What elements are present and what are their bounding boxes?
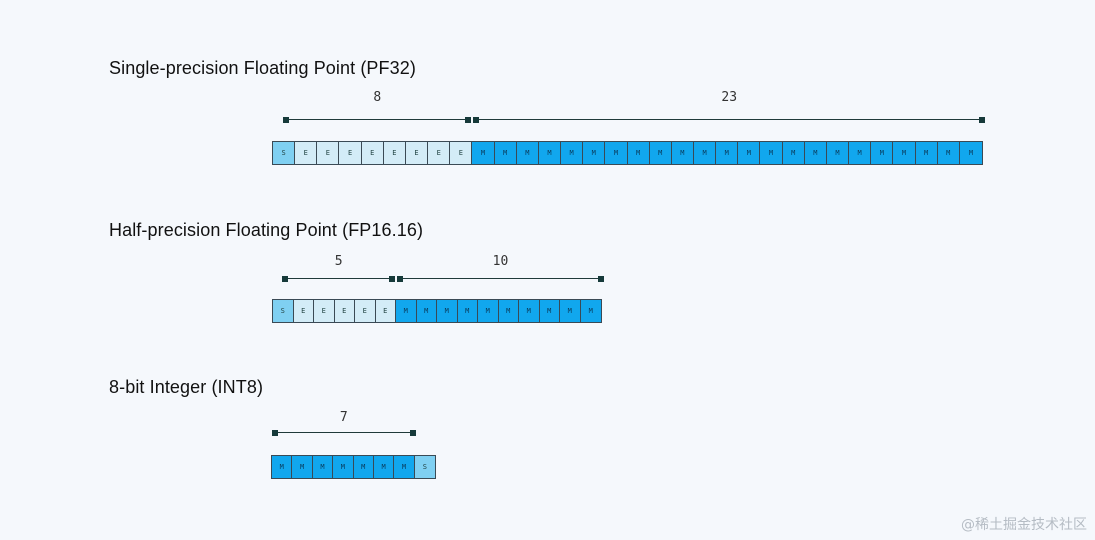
dimension-label: 5 [334,254,343,269]
dimension-tick [409,429,416,436]
bit-cell-mantissa: M [804,142,827,164]
bit-cell-mantissa: M [627,142,650,164]
bit-cell-mantissa: M [937,142,960,164]
dimension-tick [598,275,604,282]
dimension-label: 10 [492,254,509,269]
bit-cell-mantissa: M [519,300,540,322]
bit-cell-mantissa: M [478,300,499,322]
bit-cell-mantissa: M [716,142,739,164]
bit-cell-mantissa: M [472,142,495,164]
bit-cell-mantissa: M [915,142,938,164]
dimension-line [286,119,469,120]
dimension-label: 7 [339,410,348,425]
bit-cell-mantissa: M [583,142,606,164]
bit-cell-mantissa: M [561,142,584,164]
bit-cell-exponent: E [383,142,406,164]
bit-cell-mantissa: M [373,456,395,478]
bit-cell-mantissa: M [394,456,415,478]
bit-cell-mantissa: M [649,142,672,164]
bit-cell-exponent: E [339,142,362,164]
bit-cell-mantissa: M [272,456,293,478]
bit-cell-exponent: E [375,300,396,322]
bit-cell-mantissa: M [738,142,761,164]
bit-cell-exponent: E [293,300,314,322]
bit-cell-mantissa: M [538,142,562,164]
bit-cell-sign: S [273,300,294,322]
dimension-label: 8 [373,90,382,105]
bit-cell-mantissa: M [560,300,581,322]
dimension-tick [979,116,985,123]
bit-cell-mantissa: M [782,142,805,164]
dimension-tick [397,275,403,282]
bit-cell-exponent: E [405,142,429,164]
bit-cell-mantissa: M [416,300,437,322]
bit-cell-mantissa: M [333,456,354,478]
section-title-int8: 8-bit Integer (INT8) [109,377,264,397]
bit-cell-mantissa: M [893,142,916,164]
dimension-tick [465,116,472,123]
bit-cell-mantissa: M [580,300,601,322]
bit-cell-mantissa: M [292,456,313,478]
bit-cell-exponent: E [428,142,451,164]
dimension-line [275,432,413,433]
bit-cell-exponent: E [295,142,318,164]
dimension-tick [272,429,278,436]
dimension-line [400,278,601,279]
bit-cell-mantissa: M [693,142,717,164]
bit-cell-mantissa: M [437,300,458,322]
bit-cell-mantissa: M [494,142,517,164]
bit-cell-mantissa: M [849,142,872,164]
bit-cell-sign: S [273,142,296,164]
bit-cell-exponent: E [314,300,335,322]
bit-cell-exponent: E [361,142,384,164]
bit-cell-exponent: E [334,300,355,322]
bit-cell-mantissa: M [671,142,694,164]
dimension-line [285,278,392,279]
dimension-tick [473,116,480,123]
watermark: @稀土掘金技术社区 [961,517,1087,533]
bit-cell-mantissa: M [516,142,539,164]
bit-cell-mantissa: M [826,142,850,164]
bit-cell-mantissa: M [312,456,334,478]
section-title-pf32: Single-precision Floating Point (PF32) [109,58,416,78]
bit-cell-mantissa: M [396,300,417,322]
bit-cell-mantissa: M [959,142,982,164]
bit-cell-sign: S [414,456,435,478]
bit-cell-mantissa: M [760,142,783,164]
bit-cell-mantissa: M [457,300,478,322]
dimension-tick [389,275,395,282]
bit-cell-exponent: E [450,142,473,164]
bit-cell-mantissa: M [353,456,374,478]
bit-cell-mantissa: M [871,142,894,164]
dimension-label: 23 [721,90,738,105]
bit-cell-mantissa: M [539,300,560,322]
bit-cell-mantissa: M [605,142,628,164]
dimension-tick [282,275,289,282]
section-title-fp16: Half-precision Floating Point (FP16.16) [109,220,424,240]
dimension-line [476,119,982,120]
bit-cell-exponent: E [355,300,376,322]
bit-cell-mantissa: M [498,300,519,322]
bit-cell-exponent: E [317,142,340,164]
dimension-tick [283,116,290,123]
